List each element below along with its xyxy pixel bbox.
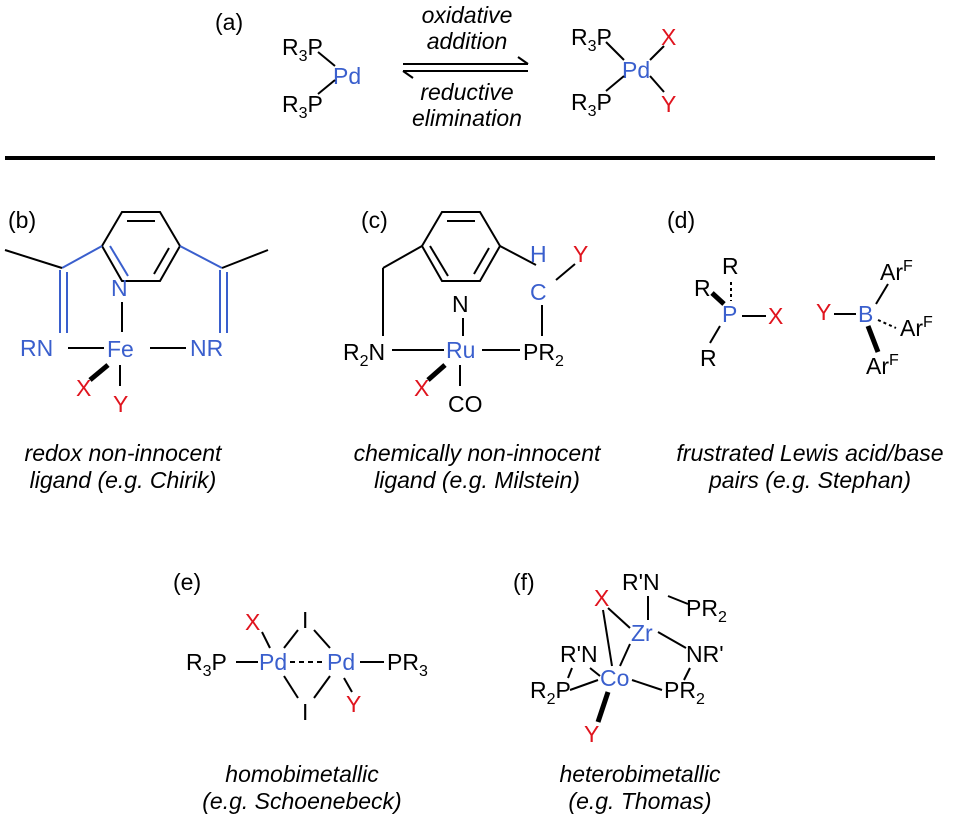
- atom-pr2: PR2: [523, 339, 564, 370]
- caption-c-2: ligand (e.g. Milstein): [374, 467, 580, 493]
- metal-ru: Ru: [446, 337, 475, 363]
- panel-a-label: (a): [215, 9, 243, 35]
- ligand-r3p: R3P: [571, 89, 612, 120]
- substituent-y: Y: [816, 299, 831, 325]
- panel-c-label: (c): [361, 207, 388, 233]
- reverse-label-1: reductive: [420, 79, 513, 105]
- atom-r: R: [694, 275, 711, 301]
- substituent-x: X: [76, 375, 91, 401]
- metal-fe: Fe: [107, 336, 134, 362]
- caption-f-2: (e.g. Thomas): [568, 788, 711, 814]
- ligand-r3p: R3P: [571, 24, 612, 55]
- panel-b-label: (b): [8, 207, 36, 233]
- ligand-r3p: R3P: [282, 34, 323, 65]
- atom-p: P: [722, 301, 737, 327]
- structure-b: N RN NR Fe X Y: [4, 211, 269, 417]
- forward-label-2: addition: [427, 28, 508, 54]
- structure-d: R R R P X Y B ArF ArF ArF: [694, 253, 933, 379]
- aryl-arf: ArF: [880, 258, 913, 285]
- ligand-r3p: R3P: [186, 649, 227, 680]
- metal-pd: Pd: [259, 649, 287, 675]
- substituent-x: X: [661, 24, 676, 50]
- atom-n: N: [111, 275, 128, 301]
- substituent-x: X: [594, 585, 609, 611]
- ligand-r3p: R3P: [282, 91, 323, 122]
- atom-pr2: PR2: [686, 595, 727, 626]
- atom-b: B: [858, 301, 873, 327]
- substituent-x: X: [768, 303, 783, 329]
- atom-co: CO: [448, 391, 483, 417]
- structure-c: N R2N H C Y PR2 Ru X CO: [343, 211, 588, 417]
- substituent-y: Y: [113, 391, 128, 417]
- caption-d-2: pairs (e.g. Stephan): [708, 467, 911, 493]
- atom-c: C: [530, 279, 547, 305]
- substituent-x: X: [414, 375, 429, 401]
- substituent-y: Y: [661, 91, 676, 117]
- substituent-y: Y: [346, 691, 361, 717]
- atom-r: R: [722, 253, 739, 279]
- metal-pd: Pd: [333, 63, 361, 89]
- atom-i: I: [302, 607, 308, 633]
- atom-rn: RN: [20, 335, 53, 361]
- atom-pr2: PR2: [664, 677, 705, 708]
- substituent-x: X: [245, 609, 260, 635]
- caption-e-1: homobimetallic: [225, 761, 379, 787]
- substituent-y: Y: [584, 721, 599, 747]
- ligand-pr3: PR3: [387, 649, 428, 680]
- caption-c-1: chemically non-innocent: [354, 440, 602, 466]
- panel-f-label: (f): [513, 569, 535, 595]
- atom-nrp: NR': [686, 641, 724, 667]
- panel-a-product: R3P R3P Pd X Y: [571, 24, 676, 120]
- atom-r: R: [700, 345, 717, 371]
- atom-r2p: R2P: [530, 677, 571, 708]
- equilibrium-arrows: oxidative addition reductive elimination: [402, 2, 529, 131]
- panel-e-label: (e): [173, 569, 201, 595]
- caption-b-2: ligand (e.g. Chirik): [30, 467, 217, 493]
- atom-n: N: [452, 291, 469, 317]
- atom-h: H: [530, 241, 547, 267]
- panel-d-label: (d): [667, 207, 695, 233]
- substituent-y: Y: [573, 241, 588, 267]
- atom-nr: NR: [190, 335, 223, 361]
- reverse-label-2: elimination: [412, 105, 522, 131]
- atom-i: I: [302, 699, 308, 725]
- metal-zr: Zr: [631, 620, 653, 646]
- caption-e-2: (e.g. Schoenebeck): [202, 788, 401, 814]
- atom-r2n: R2N: [343, 339, 385, 370]
- atom-rpn: R'N: [622, 569, 660, 595]
- caption-d-1: frustrated Lewis acid/base: [676, 440, 943, 466]
- caption-b-1: redox non-innocent: [25, 440, 224, 466]
- structure-e: R3P Pd Pd PR3 I I X Y: [186, 607, 428, 725]
- metal-pd: Pd: [327, 649, 355, 675]
- aryl-arf: ArF: [900, 314, 933, 341]
- atom-rpn: R'N: [560, 641, 598, 667]
- forward-label-1: oxidative: [422, 2, 513, 28]
- structure-f: X R'N PR2 Zr NR' R'N R2P Co PR2 Y: [530, 569, 727, 747]
- metal-co: Co: [600, 665, 629, 691]
- aryl-arf: ArF: [866, 352, 899, 379]
- panel-a-reactant: R3P R3P Pd: [282, 34, 361, 122]
- caption-f-1: heterobimetallic: [559, 761, 721, 787]
- metal-pd: Pd: [622, 57, 650, 83]
